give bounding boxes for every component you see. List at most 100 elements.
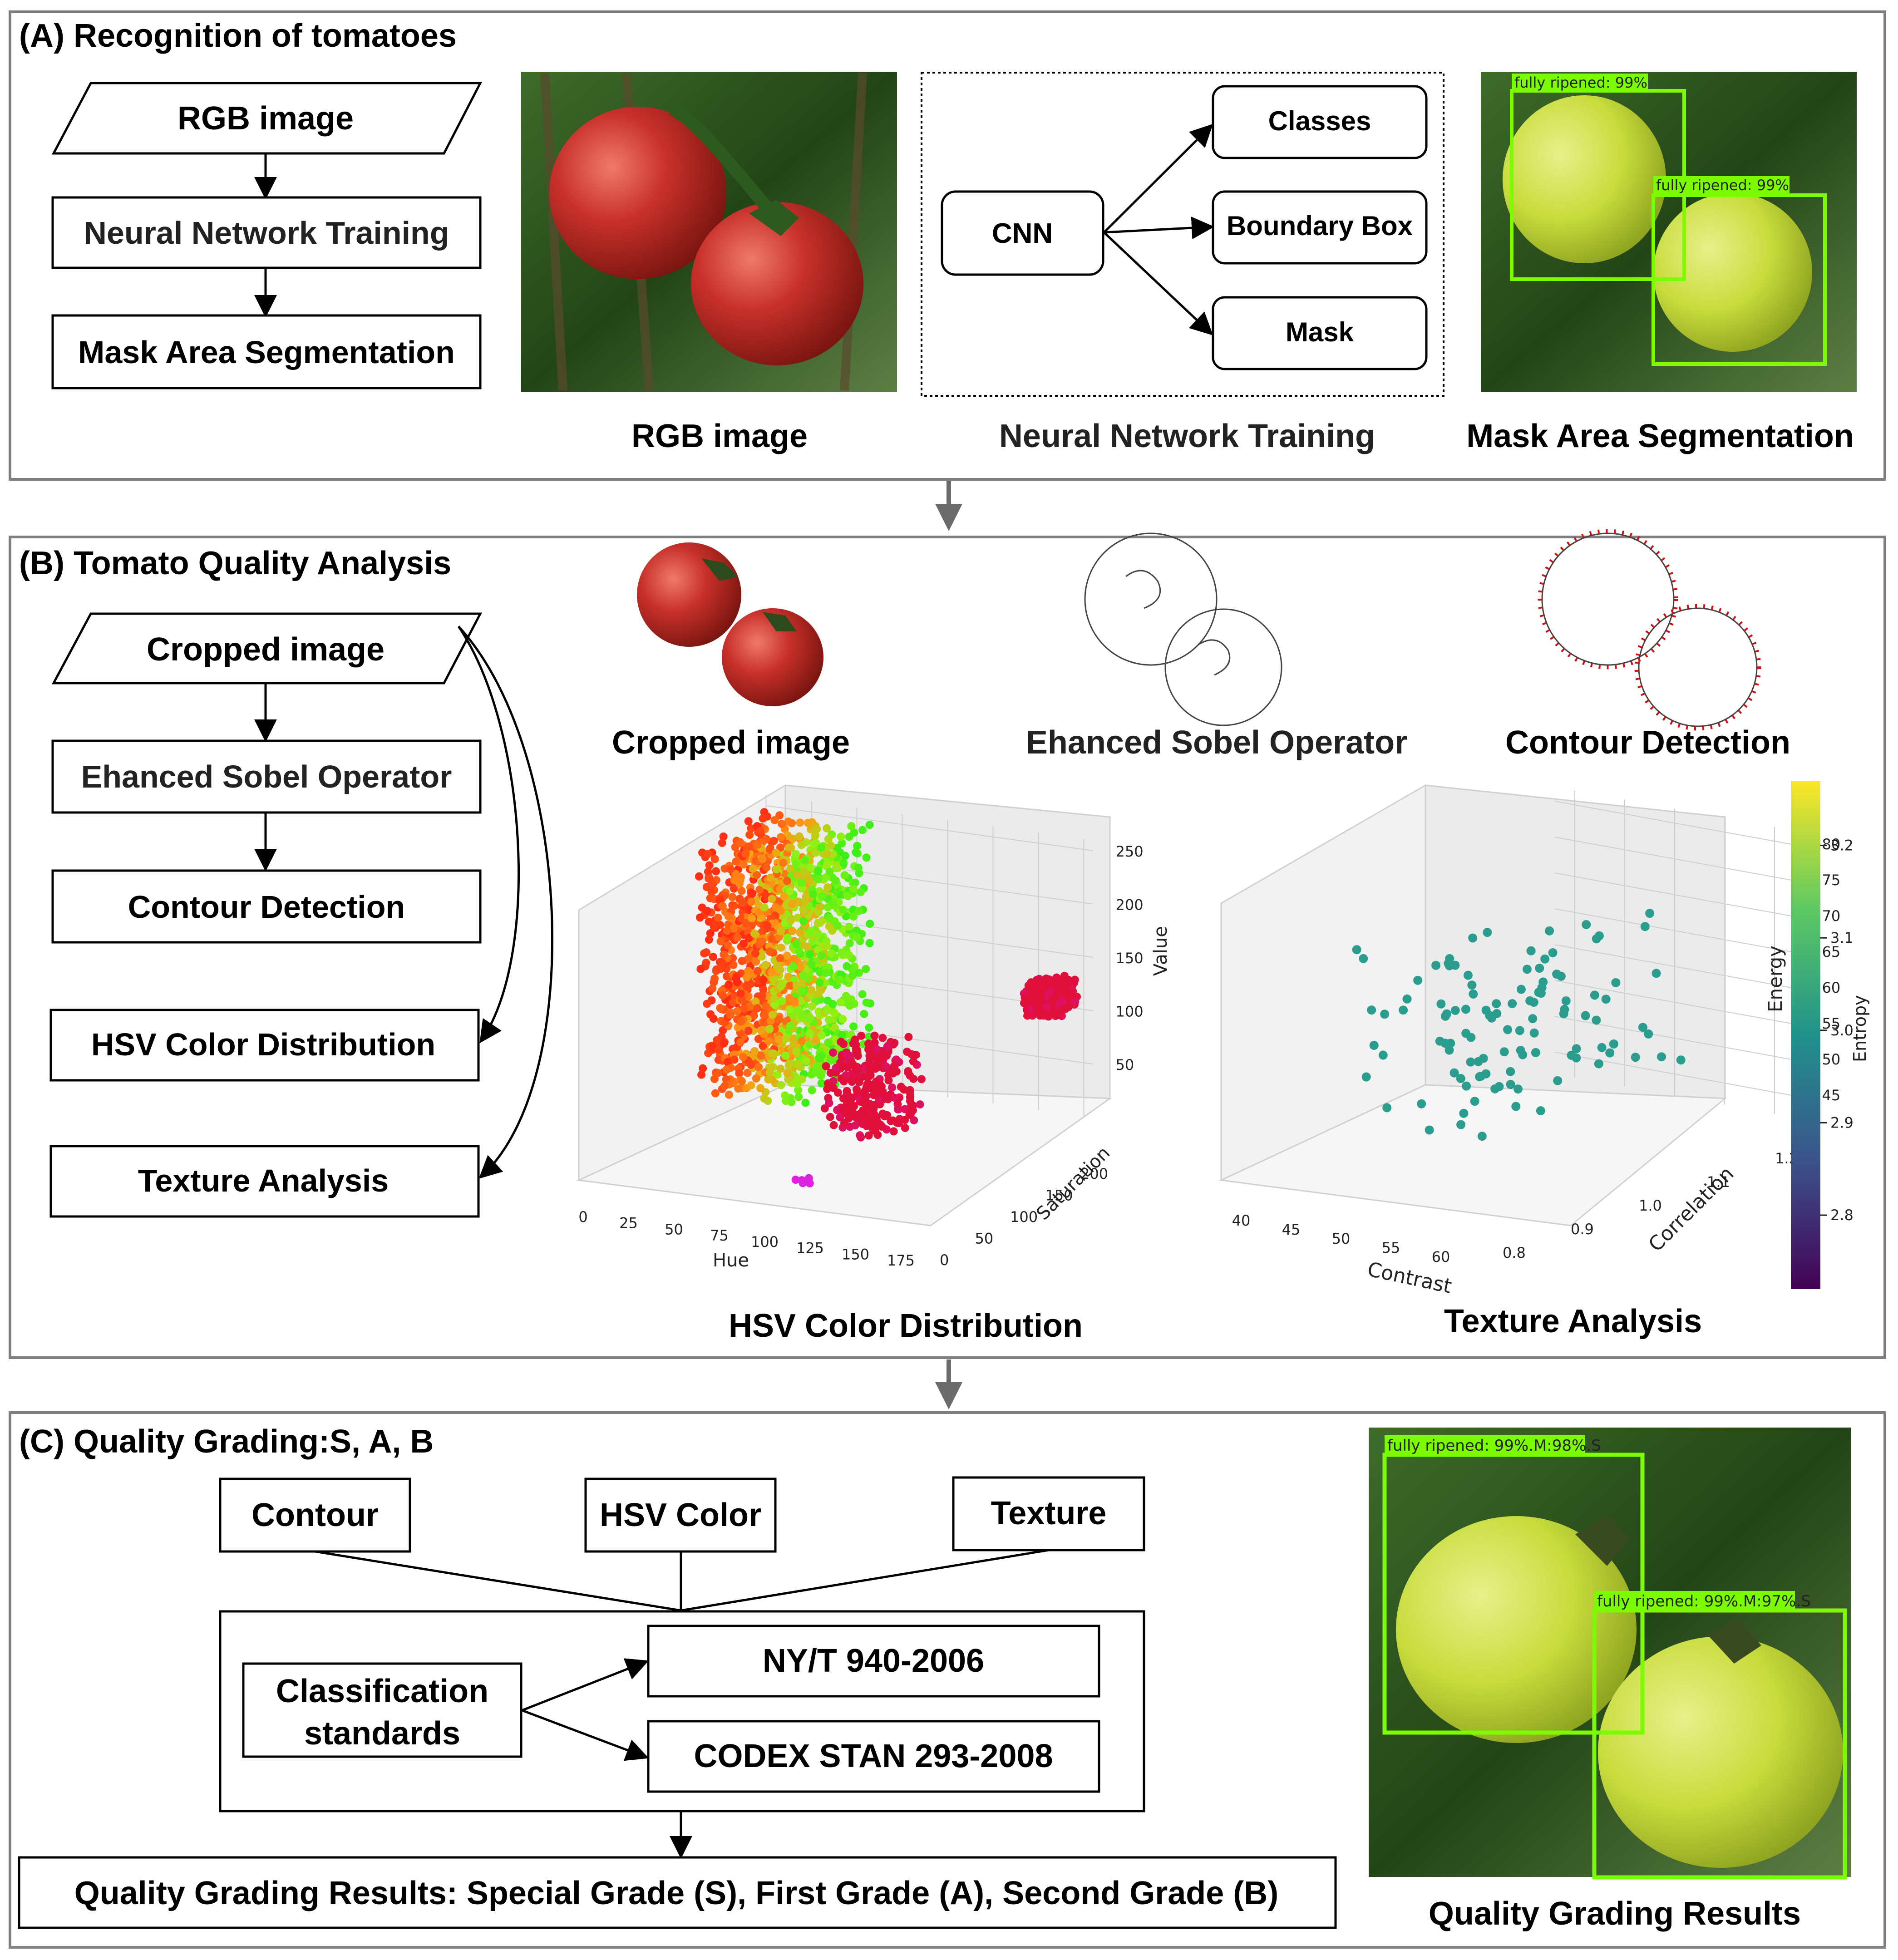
hsv-point (828, 1000, 837, 1008)
hsv-point (823, 1006, 831, 1015)
hsv-x-tick: 0 (578, 1208, 587, 1226)
tex-y-tick: 1.0 (1639, 1197, 1662, 1214)
tex-x-tick: 40 (1232, 1212, 1251, 1229)
hsv-point (772, 865, 781, 874)
hsv-point (873, 1113, 881, 1122)
feature-texture-label: Texture (991, 1495, 1107, 1532)
hsv-point (747, 1060, 755, 1069)
hsv-point (1060, 973, 1069, 981)
hsv-point (821, 969, 830, 977)
hsv-point (739, 1053, 747, 1061)
hsv-point (790, 997, 799, 1006)
hsv-point (792, 1047, 801, 1056)
hsv-point (847, 1100, 856, 1108)
texture-point (1492, 999, 1501, 1009)
caption-cropped-image: Cropped image (612, 724, 850, 761)
texture-point (1467, 980, 1477, 990)
panel-a: (A) Recognition of tomatoes RGB image Ne… (9, 10, 1886, 481)
hsv-point (695, 872, 703, 881)
sobel-node-label: Ehanced Sobel Operator (81, 759, 452, 794)
hsv-point (709, 1014, 718, 1023)
hsv-point (830, 1009, 838, 1017)
hsv-point (838, 1015, 847, 1024)
hsv-point (768, 1010, 777, 1019)
hsv-point (817, 1079, 826, 1088)
hsv-point (751, 949, 759, 958)
grade-label-2: fully ripened: 99%.M:97%.S (1597, 1592, 1811, 1610)
hsv-point (1031, 992, 1040, 1001)
hsv-point (823, 849, 831, 858)
hsv-point (792, 850, 800, 858)
hsv-y-tick: 0 (940, 1251, 949, 1269)
mask-seg-node-label: Mask Area Segmentation (78, 335, 455, 370)
hsv-point (739, 860, 748, 869)
hsv-point (703, 907, 712, 916)
tex-x-tick: 45 (1282, 1221, 1301, 1238)
texture-point (1645, 909, 1655, 918)
caption-rgb-image: RGB image (631, 418, 808, 454)
caption-hsv: HSV Color Distribution (729, 1308, 1083, 1344)
cnn-node (941, 190, 1104, 276)
hsv-point (866, 1069, 874, 1077)
hsv-point (798, 1075, 806, 1083)
hsv-point (857, 1031, 866, 1040)
panel-a-title: (A) Recognition of tomatoes (19, 18, 457, 54)
tex-x-tick: 60 (1432, 1248, 1450, 1266)
entropy-colorbar (1791, 781, 1820, 1289)
hsv-point (808, 1002, 816, 1011)
colorbar-tick: 3.2 (1830, 837, 1854, 854)
hsv-point (813, 931, 822, 939)
texture-point (1477, 1132, 1487, 1141)
texture-point (1511, 1102, 1521, 1111)
hsv-point (711, 1089, 720, 1098)
feature-hsv (584, 1477, 777, 1553)
hsv-point (864, 1045, 873, 1054)
hsv-point (853, 842, 862, 850)
hsv-point (862, 853, 871, 862)
hsv-point (748, 889, 757, 898)
hsv-point (1045, 988, 1054, 997)
hsv-point (788, 900, 797, 908)
hsv-point (855, 869, 863, 877)
hsv-point (719, 1026, 727, 1035)
texture-point (1529, 1028, 1539, 1038)
hsv-point (799, 905, 808, 914)
hsv-y-tick: 200 (1080, 1165, 1108, 1182)
hsv-point (737, 995, 746, 1004)
hsv-point (1047, 980, 1055, 989)
hsv-x-tick: 150 (842, 1246, 869, 1263)
hsv-ylabel: Saturation (1033, 1143, 1114, 1224)
feature-contour-label: Contour (251, 1497, 379, 1533)
texture-point (1581, 1011, 1590, 1020)
classification-standards-line1: Classification (276, 1673, 488, 1709)
texture-point (1516, 985, 1526, 994)
colorbar-tick: 3.0 (1830, 1022, 1854, 1039)
hsv-point (716, 1004, 725, 1012)
hsv-point (765, 1068, 774, 1077)
texture-point (1359, 954, 1368, 963)
hsv-point (801, 897, 809, 906)
hsv-point (843, 1110, 852, 1118)
texture-point (1503, 1025, 1513, 1034)
panel-c-title: (C) Quality Grading:S, A, B (19, 1423, 434, 1460)
hsv-point (719, 832, 728, 841)
hsv-point (817, 843, 825, 852)
hsv-point (806, 863, 815, 872)
hsv-point (757, 1026, 765, 1034)
hsv-point (758, 992, 766, 1000)
hsv-point (724, 941, 732, 950)
hsv-point (863, 1113, 871, 1122)
hsv-point (1032, 1004, 1041, 1012)
hsv-point (787, 916, 795, 925)
texture-point (1470, 1097, 1479, 1106)
hsv-point (838, 1031, 846, 1039)
hsv-point (814, 990, 823, 998)
hsv-point (756, 827, 764, 836)
hsv-point (888, 1083, 897, 1092)
hsv-point (845, 922, 853, 931)
hsv-point (753, 871, 761, 879)
hsv-point (714, 1069, 722, 1077)
hsv-point (825, 867, 834, 876)
hsv-x-tick: 25 (619, 1215, 638, 1232)
texture-point (1490, 1084, 1500, 1093)
